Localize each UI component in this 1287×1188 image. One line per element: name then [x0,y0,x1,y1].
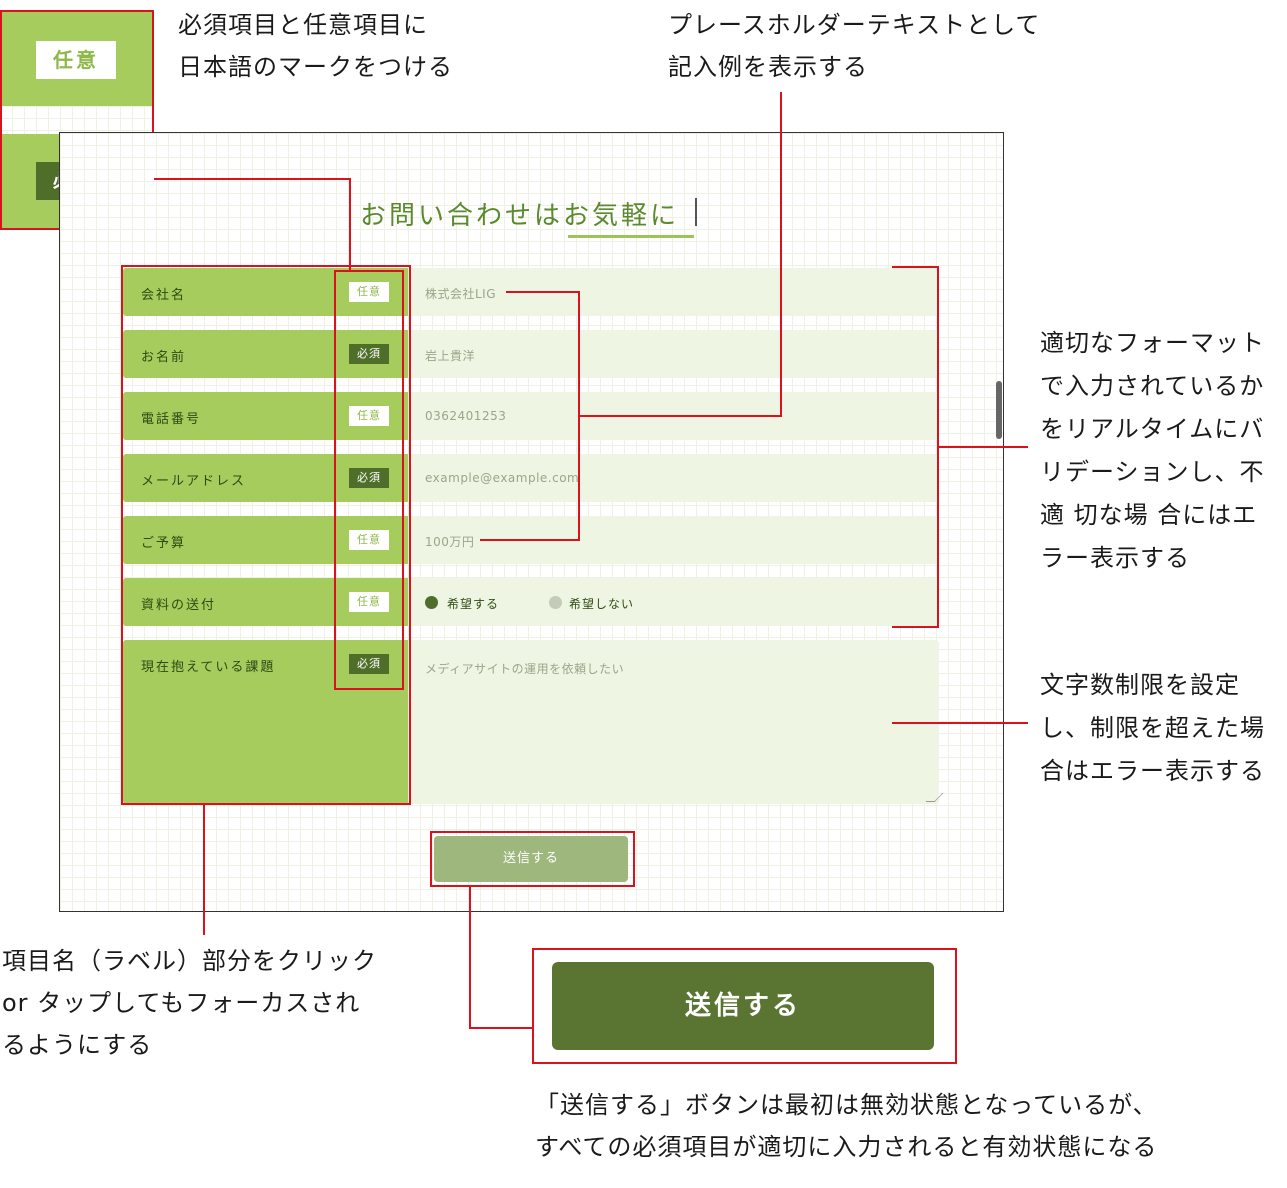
connector-submit [469,1027,533,1029]
radio-no-label[interactable]: 希望しない [569,597,635,611]
connector-placeholder [506,291,580,293]
optional-badge: 任意 [349,592,389,612]
callout-placeholder: プレースホルダーテキストとして 記入例を表示する [668,11,1041,81]
label-text: お名前 [141,350,187,365]
label-text: メールアドレス [141,474,247,489]
annotation-label-column-box [121,265,411,805]
label-text: 資料の送付 [141,598,217,613]
label-text: 会社名 [141,288,187,303]
label-text: ご予算 [141,536,187,551]
form-title: お問い合わせはお気軽に [360,201,680,231]
label-issue[interactable]: 現在抱えている課題 必須 [123,640,408,804]
connector-validation [938,446,1028,448]
label-company[interactable]: 会社名 任意 [123,268,408,316]
form-row-email: メールアドレス 必須 example@example.com [123,454,939,502]
connector-legend [154,178,350,180]
form-row-phone: 電話番号 任意 0362401253 [123,392,939,440]
form-row-issue: 現在抱えている課題 必須 メディアサイトの運用を依頼したい [123,640,939,804]
callout-badges: 必須項目と任意項目に 日本語のマークをつける [178,11,453,81]
materials-radio-group: 希望する 希望しない [411,578,939,626]
annotation-submit-big-box [532,948,957,1064]
radio-yes[interactable] [425,596,438,609]
connector-validation [892,626,938,628]
label-name[interactable]: お名前 必須 [123,330,408,378]
legend-optional-badge: 任意 [36,41,116,79]
connector-placeholder [580,415,782,417]
callout-label-click: 項目名（ラベル）部分をクリック or タップしてもフォーカスされ るようにする [2,947,377,1059]
label-email[interactable]: メールアドレス 必須 [123,454,408,502]
connector-placeholder [480,539,580,541]
required-badge: 必須 [349,654,389,674]
callout-validation: 適切なフォーマット で入力されているか をリアルタイムにバ リデーションし、不 … [1040,329,1265,572]
name-input[interactable]: 岩上貴洋 [411,330,939,378]
placeholder-text: 株式会社LIG [425,287,497,301]
form-row-name: お名前 必須 岩上貴洋 [123,330,939,378]
connector-validation [892,266,938,268]
placeholder-text: example@example.com [425,471,580,485]
annotation-badge-column-box [334,270,404,690]
annotation-submit-small-box [430,831,635,887]
connector-charlimit [892,722,1028,724]
placeholder-text: 0362401253 [425,409,507,423]
optional-badge: 任意 [349,282,389,302]
connector-placeholder [578,291,580,541]
label-text: 電話番号 [141,412,202,427]
legend-gap [0,106,154,134]
optional-badge: 任意 [349,530,389,550]
connector-legend [349,178,351,270]
callout-charlimit: 文字数制限を設定 し、制限を超えた場 合はエラー表示する [1040,671,1265,785]
label-phone[interactable]: 電話番号 任意 [123,392,408,440]
title-underline [568,235,694,238]
placeholder-text: 100万円 [425,535,475,549]
form-row-materials: 資料の送付 任意 希望する 希望しない [123,578,939,626]
scrollbar-thumb[interactable] [996,381,1002,439]
required-badge: 必須 [349,344,389,364]
required-badge: 必須 [349,468,389,488]
company-input[interactable]: 株式会社LIG [411,268,939,316]
phone-input[interactable]: 0362401253 [411,392,939,440]
callout-submit-state: 「送信する」ボタンは最初は無効状態となっているが、 すべての必須項目が適切に入力… [535,1091,1158,1161]
form-row-company: 会社名 任意 株式会社LIG [123,268,939,316]
label-text: 現在抱えている課題 [141,660,276,675]
label-budget[interactable]: ご予算 任意 [123,516,408,564]
radio-no[interactable] [549,596,562,609]
radio-yes-label[interactable]: 希望する [447,597,500,611]
label-materials[interactable]: 資料の送付 任意 [123,578,408,626]
issue-textarea[interactable]: メディアサイトの運用を依頼したい [411,640,939,804]
placeholder-text: 岩上貴洋 [425,349,476,363]
connector-submit [469,887,471,1029]
connector-placeholder [780,92,782,416]
submit-button-enabled[interactable]: 送信する [552,962,934,1050]
submit-button-disabled[interactable]: 送信する [434,836,628,882]
placeholder-text: メディアサイトの運用を依頼したい [425,662,625,676]
email-input[interactable]: example@example.com [411,454,939,502]
connector-label-click [203,805,205,935]
optional-badge: 任意 [349,406,389,426]
text-cursor [695,198,697,226]
